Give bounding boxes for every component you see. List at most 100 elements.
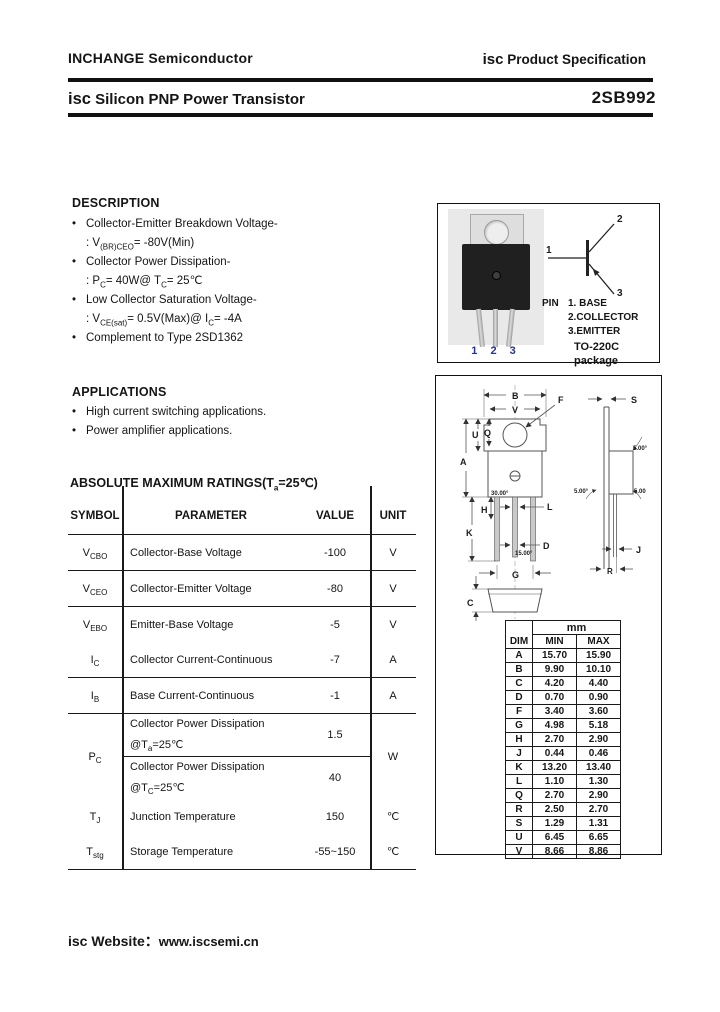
applications-heading: APPLICATIONS xyxy=(72,385,167,399)
dim-value: 13.40 xyxy=(576,760,621,775)
dim-value: 1.10 xyxy=(532,774,577,789)
dim-value: 10.10 xyxy=(576,662,621,677)
col-unit: UNIT xyxy=(370,497,416,535)
ratings-header-row: SYMBOL PARAMETER VALUE UNIT xyxy=(68,497,416,535)
description-text: Collector Power Dissipation- xyxy=(86,256,231,268)
dim-label-B: B xyxy=(512,391,519,401)
ratings-value: -7 xyxy=(300,642,370,678)
dim-header-row-1: mm xyxy=(505,620,621,635)
ratings-unit: V xyxy=(370,534,416,571)
dim-label-D: D xyxy=(543,541,550,551)
dim-value: 9.90 xyxy=(532,662,577,677)
dim-header-row-2: DIM MIN MAX xyxy=(505,634,621,649)
pin-list: PIN 1. BASE 2.COLLECTOR 3.EMITTER TO-220… xyxy=(542,297,659,368)
bullet: • xyxy=(72,406,77,418)
dim-value: 13.20 xyxy=(532,760,577,775)
dim-label-S: S xyxy=(631,395,637,405)
dim-value: 2.90 xyxy=(576,732,621,747)
angle-30: 30.00° xyxy=(491,491,509,497)
bullet: • xyxy=(72,294,77,306)
col-symbol: SYMBOL xyxy=(68,497,122,535)
pin-prefix: PIN xyxy=(542,298,559,309)
dim-unit-header: mm xyxy=(532,620,621,635)
ratings-symbol: VCBO xyxy=(68,534,122,571)
ratings-parameter: Collector-Emitter Voltage xyxy=(122,570,300,607)
dim-name: Q xyxy=(505,788,533,803)
dim-value: 4.98 xyxy=(532,718,577,733)
dim-value: 1.30 xyxy=(576,774,621,789)
mounting-hole xyxy=(484,220,509,245)
dim-value: 15.90 xyxy=(576,648,621,663)
dim-value: 0.90 xyxy=(576,690,621,705)
pin1-label: 1 xyxy=(546,245,552,256)
description-item: • Low Collector Saturation Voltage- xyxy=(72,291,422,310)
col-parameter: PARAMETER xyxy=(122,497,300,535)
dim-label-A: A xyxy=(460,457,467,467)
bullet: • xyxy=(72,256,77,268)
footer-url: www.iscsemi.cn xyxy=(158,934,259,949)
dim-name: R xyxy=(505,802,533,817)
table-vertical-line xyxy=(122,486,124,870)
angle-15: 15.00° xyxy=(515,551,533,557)
ratings-value: -1 xyxy=(300,677,370,714)
spec-label-text: Product Specification xyxy=(503,52,646,67)
description-cont: : V(BR)CEO= -80V(Min) xyxy=(86,237,195,252)
dim-value: 15.70 xyxy=(532,648,577,663)
ratings-parameter: Collector Current-Continuous xyxy=(122,642,300,678)
dim-label-J: J xyxy=(636,545,641,555)
ratings-value: -55~150 xyxy=(300,834,370,870)
angle-5-left: 5.00° xyxy=(574,489,589,495)
ratings-value: -100 xyxy=(300,534,370,571)
dim-name: K xyxy=(505,760,533,775)
page-title-text: Silicon PNP Power Transistor xyxy=(90,91,305,108)
ratings-unit: ℃ xyxy=(386,811,400,823)
dim-value: 4.20 xyxy=(532,676,577,691)
ratings-symbol: PC xyxy=(88,750,102,765)
lead-3 xyxy=(506,308,515,348)
lead-2 xyxy=(493,309,498,347)
ratings-unit: ℃ xyxy=(370,834,416,870)
dim-name: S xyxy=(505,816,533,831)
application-text: Power amplifier applications. xyxy=(86,425,233,437)
ratings-unit: V xyxy=(389,618,397,631)
dim-name: F xyxy=(505,704,533,719)
pin-item: 1. BASE xyxy=(568,298,607,309)
footer-label: isc Website： xyxy=(68,933,159,949)
bullet: • xyxy=(72,332,77,344)
dim-value: 2.70 xyxy=(532,788,577,803)
description-text: Low Collector Saturation Voltage- xyxy=(86,294,257,306)
ratings-symbol: Tstg xyxy=(68,834,122,870)
package-photo xyxy=(448,209,544,348)
ratings-unit: A xyxy=(370,642,416,678)
table-vertical-line xyxy=(370,486,372,870)
ratings-symbol: IB xyxy=(68,677,122,714)
company-name: INCHANGE Semiconductor xyxy=(68,50,253,66)
dim-value: 2.70 xyxy=(532,732,577,747)
dim-name: V xyxy=(505,844,533,859)
outline-drawing: B V F A U Q H K L D G C S J R 30.00° 15.… xyxy=(460,385,648,621)
dim-value: 2.50 xyxy=(532,802,577,817)
ratings-value: -80 xyxy=(300,570,370,607)
description-heading: DESCRIPTION xyxy=(72,196,160,210)
ratings-value: 40 xyxy=(328,772,342,784)
ratings-symbol: TJ xyxy=(89,810,101,825)
dim-value: 2.90 xyxy=(576,788,621,803)
dim-label-L: L xyxy=(547,502,553,512)
dim-value: 0.46 xyxy=(576,746,621,761)
